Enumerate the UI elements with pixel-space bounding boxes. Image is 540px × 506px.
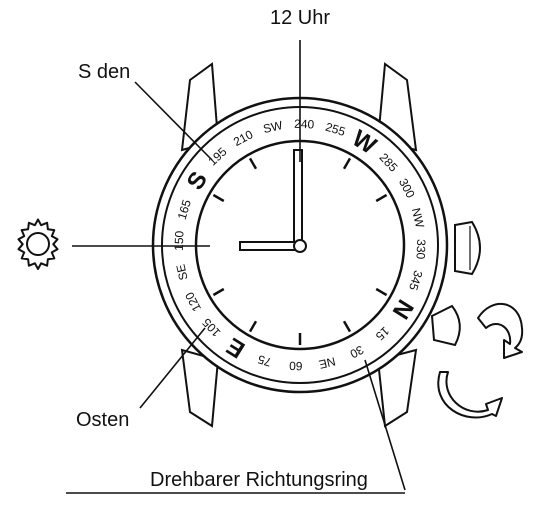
label-12-oclock: 12 Uhr xyxy=(270,7,330,29)
label-south: S den xyxy=(78,61,130,83)
bezel-label-ne: NE xyxy=(318,354,337,371)
hour-marker xyxy=(375,193,388,203)
hour-marker xyxy=(212,193,225,203)
rotate-counterclockwise-arrow-icon xyxy=(437,371,503,419)
bezel-label-150: 150 xyxy=(172,230,187,251)
label-east: Osten xyxy=(76,409,129,431)
bezel-label-330: 330 xyxy=(414,239,429,260)
callout-lines xyxy=(66,40,406,494)
crown xyxy=(454,220,481,276)
bezel-label-240: 240 xyxy=(294,117,315,132)
bezel-label-255: 255 xyxy=(324,120,348,139)
bezel-label-nw: NW xyxy=(409,206,427,229)
bezel-label-345: 345 xyxy=(406,269,425,293)
hour-marker xyxy=(342,320,352,333)
hand-pivot xyxy=(293,239,307,253)
hour-marker xyxy=(375,287,388,297)
hour-hand xyxy=(239,241,301,251)
bezel-label-75: 75 xyxy=(256,352,273,369)
bezel-pusher xyxy=(430,304,461,347)
watch-hands xyxy=(239,149,307,253)
minute-hand xyxy=(293,149,303,247)
hour-marker xyxy=(248,320,258,333)
sun-icon xyxy=(17,218,59,270)
hour-marker xyxy=(248,157,258,170)
bezel-label-sw: SW xyxy=(262,118,285,136)
hour-marker xyxy=(342,157,352,170)
bezel-label-30: 30 xyxy=(347,342,366,361)
bezel-label-165: 165 xyxy=(175,198,194,222)
dial-hour-markers xyxy=(212,157,388,345)
bezel-label-se: SE xyxy=(173,263,190,282)
hour-marker xyxy=(212,287,225,297)
bezel-label-60: 60 xyxy=(289,359,303,373)
label-rotating-direction-ring: Drehbarer Richtungsring xyxy=(150,469,368,491)
rotate-clockwise-arrow-icon xyxy=(477,302,524,359)
